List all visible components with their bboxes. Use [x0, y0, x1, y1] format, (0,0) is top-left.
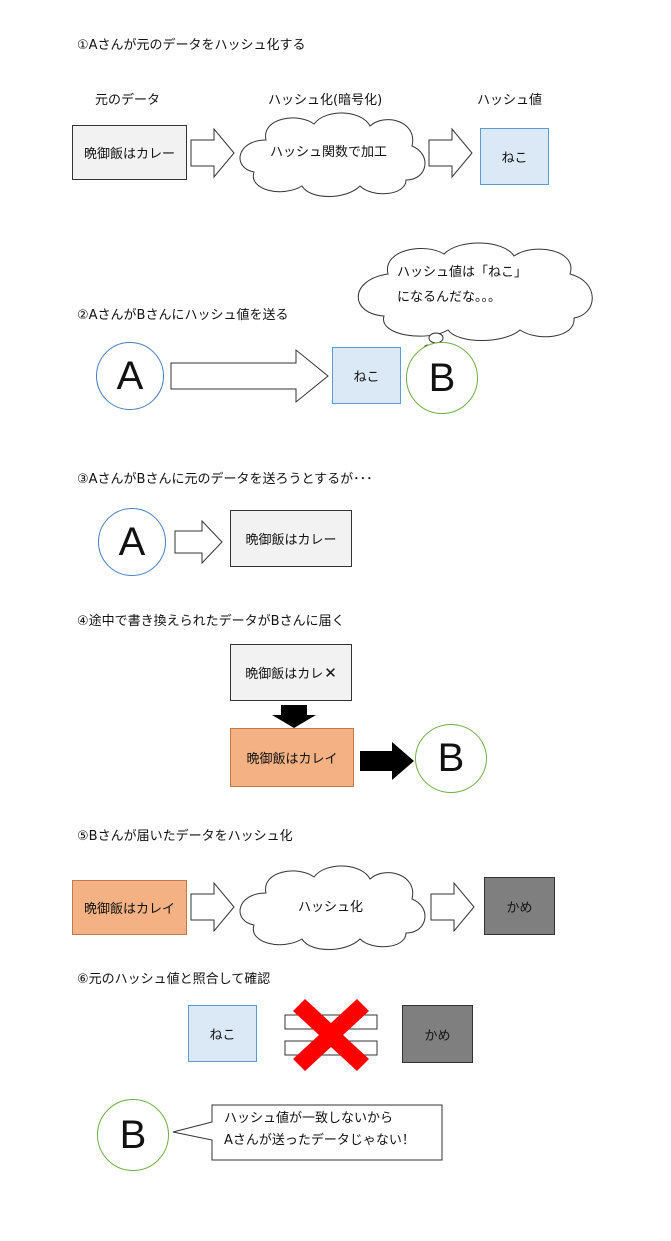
step6-title: ⑥元のハッシュ値と照合して確認	[77, 972, 271, 987]
arrow-right-icon	[190, 127, 235, 179]
cloud-icon	[239, 865, 426, 950]
cross-mark-icon: ✕	[324, 663, 337, 682]
hash-function-label: ハッシュ関数で加工	[270, 145, 388, 160]
person-b-circle: B	[97, 1099, 169, 1171]
thought-text-line2: になるんだな。。。	[397, 290, 502, 305]
step1-title: ①Aさんが元のデータをハッシュ化する	[77, 38, 306, 53]
process-label: ハッシュ化	[298, 900, 364, 915]
arrow-right-icon	[170, 348, 329, 404]
arrow-right-icon	[428, 127, 473, 179]
step2-title: ②AさんがBさんにハッシュ値を送る	[77, 308, 289, 323]
step5-title: ⑤Bさんが届いたデータをハッシュ化	[77, 829, 293, 844]
arrow-right-icon	[360, 742, 414, 780]
bubble-text-line1: ハッシュ値が一致しないから	[224, 1111, 394, 1126]
hash-value-box: ねこ	[480, 128, 549, 185]
label-original-data: 元のデータ	[95, 93, 161, 108]
thought-text-line1: ハッシュ値は「ねこ」	[397, 265, 528, 280]
new-hash-value-box: かめ	[484, 877, 555, 935]
arrow-right-icon	[430, 881, 475, 933]
arrow-right-icon	[174, 519, 223, 565]
speech-bubble-icon	[172, 1104, 443, 1161]
person-a-circle: A	[96, 342, 164, 410]
person-a-circle: A	[98, 508, 166, 576]
person-b-circle: B	[415, 724, 487, 793]
hash-value-box: ねこ	[332, 347, 401, 404]
label-hash-value: ハッシュ値	[477, 93, 543, 108]
new-hash-value-box: かめ	[402, 1005, 473, 1063]
altered-data-box: 晩御飯はカレイ	[72, 880, 187, 935]
step3-title: ③AさんがBさんに元のデータを送ろうとするが･･･	[77, 472, 373, 487]
original-data-box: 晩御飯はカレー	[72, 125, 187, 180]
original-hash-box: ねこ	[188, 1005, 257, 1062]
arrow-right-icon	[190, 881, 235, 933]
original-data-text: 晩御飯はカレ	[245, 667, 324, 682]
altered-data-box: 晩御飯はカレイ	[230, 728, 354, 787]
bubble-text-line2: Aさんが送ったデータじゃない！	[224, 1133, 415, 1148]
label-hashing: ハッシュ化(暗号化)	[268, 93, 383, 108]
cloud-icon	[239, 112, 426, 197]
arrow-down-icon	[272, 705, 316, 728]
person-b-circle: B	[406, 342, 478, 414]
step4-title: ④途中で書き換えられたデータがBさんに届く	[77, 614, 345, 629]
not-equal-icon	[284, 999, 378, 1071]
original-data-box: 晩御飯はカレ✕	[230, 644, 352, 701]
original-data-box: 晩御飯はカレー	[230, 510, 352, 567]
